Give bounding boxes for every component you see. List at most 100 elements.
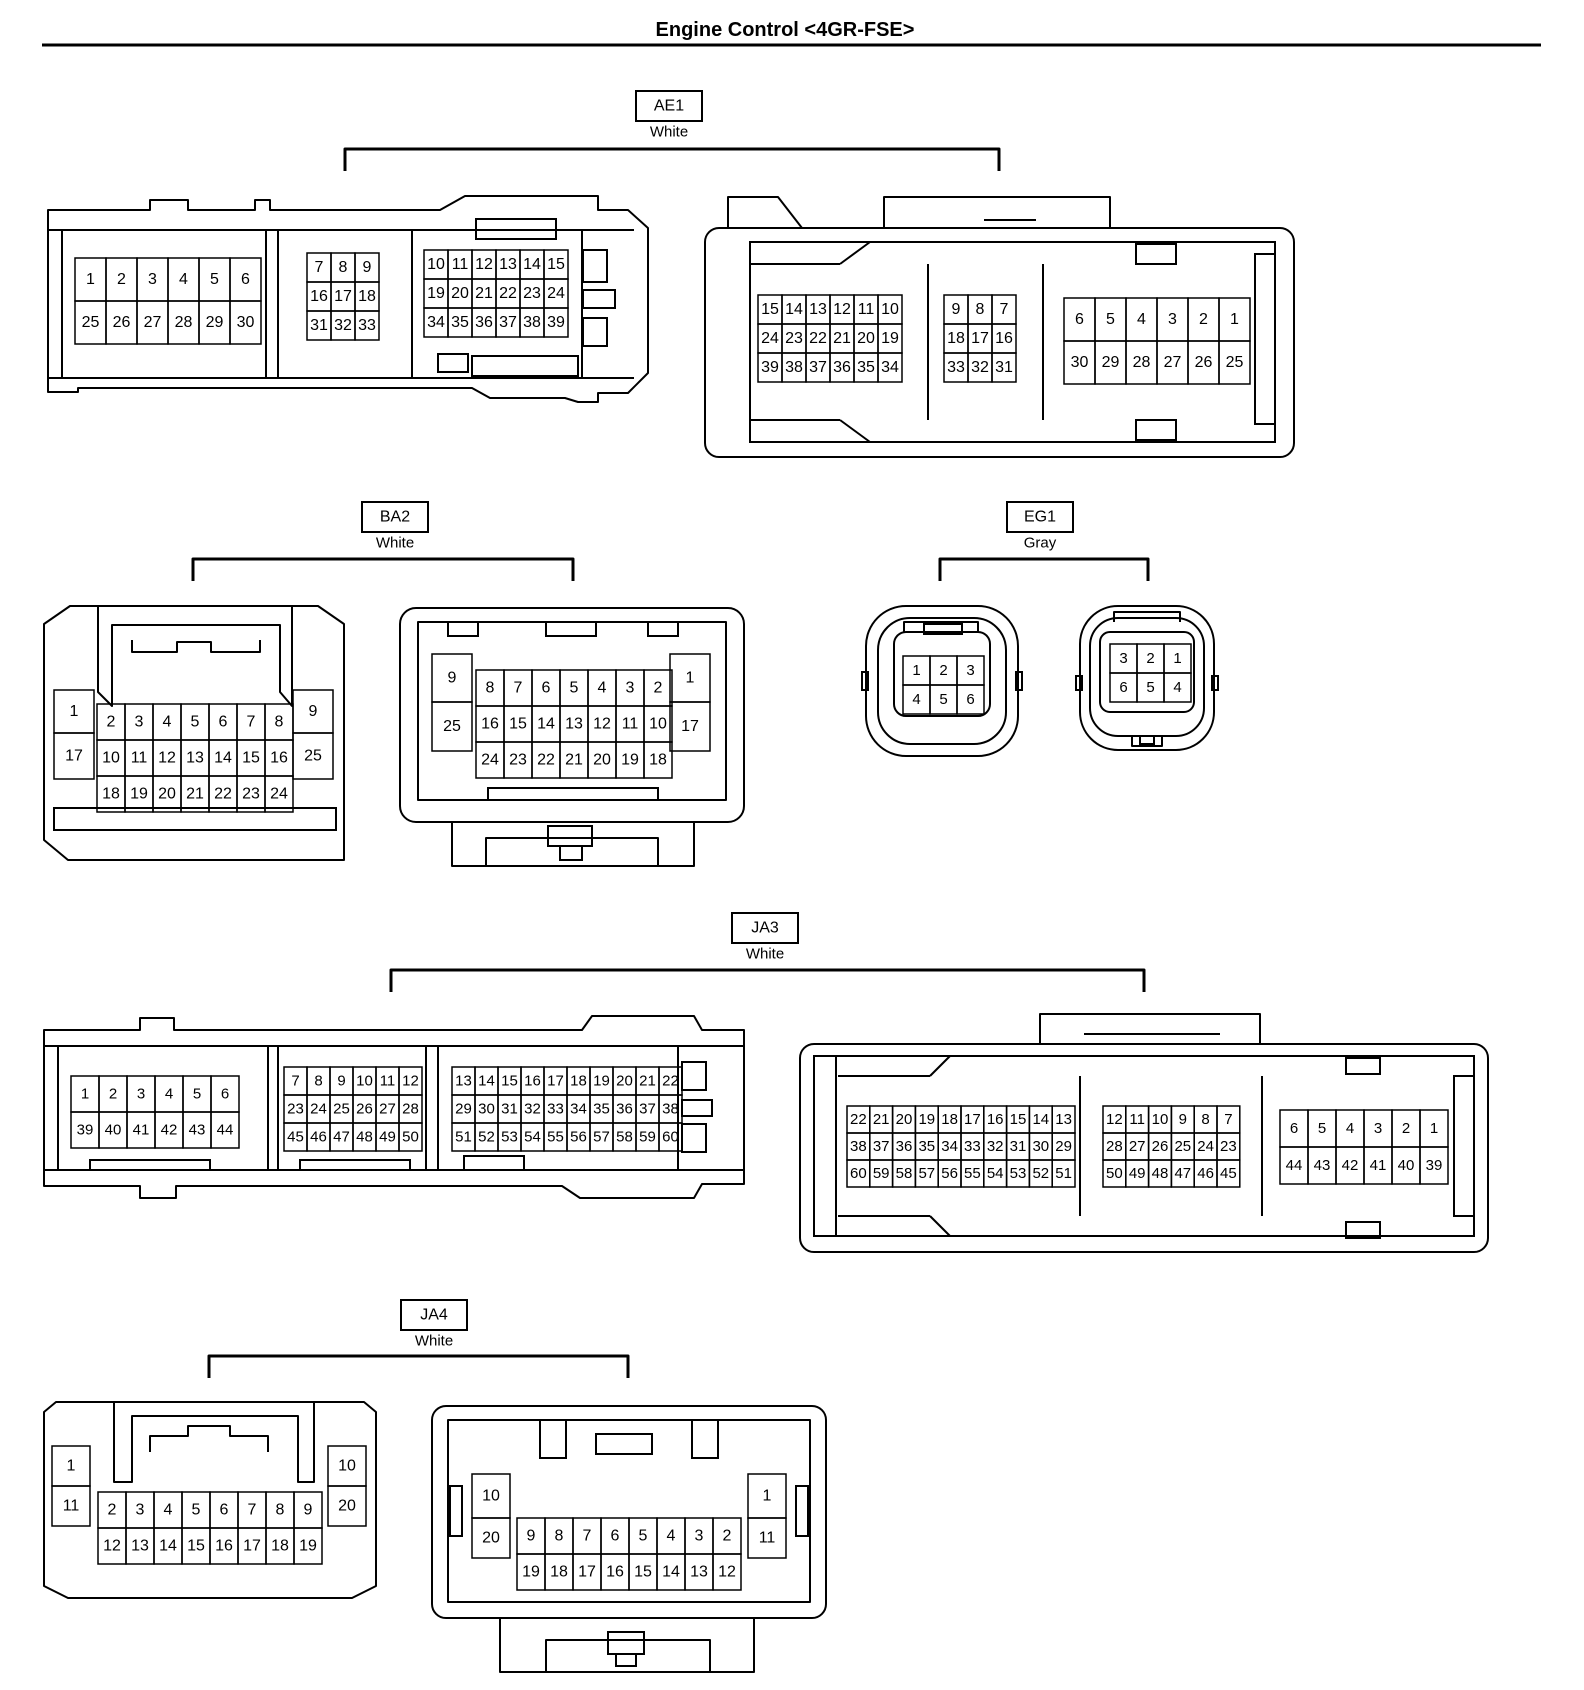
pin-label: 9 <box>363 259 372 276</box>
pin-label: 34 <box>941 1138 958 1155</box>
pin-label: 30 <box>237 314 255 331</box>
outline-shape <box>131 640 261 653</box>
pin-label: 44 <box>217 1122 234 1139</box>
pin-label: 46 <box>310 1129 327 1146</box>
pin-label: 29 <box>206 314 224 331</box>
outline-shape <box>1254 253 1276 425</box>
outline-shape <box>1075 675 1083 691</box>
connector-id-box <box>731 912 799 944</box>
pin-label: 37 <box>639 1101 656 1118</box>
pin-label: 9 <box>337 1073 345 1090</box>
pin-label: 3 <box>136 1502 145 1519</box>
outline-shape <box>903 621 979 632</box>
pin-label: 25 <box>304 748 322 765</box>
pin-label: 29 <box>1102 354 1120 371</box>
pin-label: 51 <box>1055 1165 1072 1182</box>
pin-label: 13 <box>809 301 827 318</box>
pin-label: 17 <box>334 288 352 305</box>
outline-shape <box>431 1405 827 1619</box>
pin-label: 6 <box>1075 311 1084 328</box>
pin-cell <box>51 1485 91 1527</box>
pin-label: 28 <box>1133 354 1151 371</box>
pin-label: 19 <box>427 285 445 302</box>
pin-label: 3 <box>135 714 144 731</box>
pin-label: 32 <box>987 1138 1004 1155</box>
pin-label: 20 <box>451 285 469 302</box>
pin-label: 8 <box>555 1528 564 1545</box>
pin-label: 23 <box>523 285 541 302</box>
pin-label: 30 <box>1032 1138 1049 1155</box>
pin-label: 8 <box>276 1502 285 1519</box>
pin-label: 48 <box>356 1129 373 1146</box>
pin-label: 2 <box>109 1086 117 1103</box>
outline-shape <box>691 1419 719 1459</box>
pin-cell <box>292 732 334 780</box>
outline-shape <box>582 289 616 309</box>
pin-label: 19 <box>621 752 639 769</box>
outline-shape <box>883 196 1111 228</box>
pin-label: 49 <box>1129 1165 1146 1182</box>
pin-label: 14 <box>662 1564 680 1581</box>
pin-label: 17 <box>578 1564 596 1581</box>
pin-label: 5 <box>1318 1120 1326 1137</box>
pin-label: 5 <box>939 691 947 708</box>
pin-label: 44 <box>1286 1157 1303 1174</box>
pin-label: 26 <box>1152 1138 1169 1155</box>
pin-label: 10 <box>881 301 899 318</box>
pin-label: 14 <box>478 1073 495 1090</box>
pin-label: 35 <box>593 1101 610 1118</box>
pin-cell <box>1216 1159 1241 1188</box>
outline-shape <box>475 218 557 240</box>
outline-shape <box>681 1061 707 1091</box>
outline-shape <box>1345 1221 1381 1239</box>
pin-label: 42 <box>1342 1157 1359 1174</box>
pin-label: 49 <box>379 1129 396 1146</box>
outline-shape <box>893 631 991 717</box>
pin-label: 17 <box>547 1073 564 1090</box>
pin-label: 13 <box>565 716 583 733</box>
outline-shape <box>865 605 1019 757</box>
pin-label: 22 <box>214 786 232 803</box>
outline-shape <box>861 671 869 691</box>
pin-label: 11 <box>759 1530 776 1547</box>
pin-label: 42 <box>161 1122 178 1139</box>
pin-label: 20 <box>482 1530 500 1547</box>
pin-label: 16 <box>606 1564 624 1581</box>
pin-label: 14 <box>785 301 803 318</box>
connector-color: White <box>415 1333 453 1350</box>
outline-shape <box>1345 1057 1381 1075</box>
pin-label: 7 <box>514 680 523 697</box>
pin-cell <box>210 1111 240 1149</box>
outline-shape <box>615 1653 637 1667</box>
pin-label: 2 <box>723 1528 732 1545</box>
outline-shape <box>47 195 649 403</box>
pin-label: 23 <box>1220 1138 1237 1155</box>
pin-label: 50 <box>402 1129 419 1146</box>
outline-shape <box>113 1402 315 1483</box>
pin-label: 17 <box>681 718 699 735</box>
pin-label: 25 <box>1174 1138 1191 1155</box>
outline-shape <box>681 1123 707 1153</box>
pin-label: 17 <box>964 1111 981 1128</box>
connector-id: BA2 <box>380 509 410 526</box>
pin-label: 5 <box>192 1502 201 1519</box>
pin-label: 10 <box>427 256 445 273</box>
pin-label: 13 <box>455 1073 472 1090</box>
pin-label: 39 <box>1426 1157 1443 1174</box>
page-title: Engine Control <4GR-FSE> <box>656 19 915 41</box>
pin-cell <box>643 741 673 779</box>
pin-label: 19 <box>130 786 148 803</box>
connector-id: EG1 <box>1024 509 1056 526</box>
pin-label: 11 <box>63 1498 80 1515</box>
outline-shape <box>539 1419 567 1459</box>
pin-label: 39 <box>77 1122 94 1139</box>
pin-label: 18 <box>102 786 120 803</box>
connector-id-box <box>1006 501 1074 533</box>
pin-label: 21 <box>833 330 851 347</box>
outline-shape <box>149 1425 269 1452</box>
